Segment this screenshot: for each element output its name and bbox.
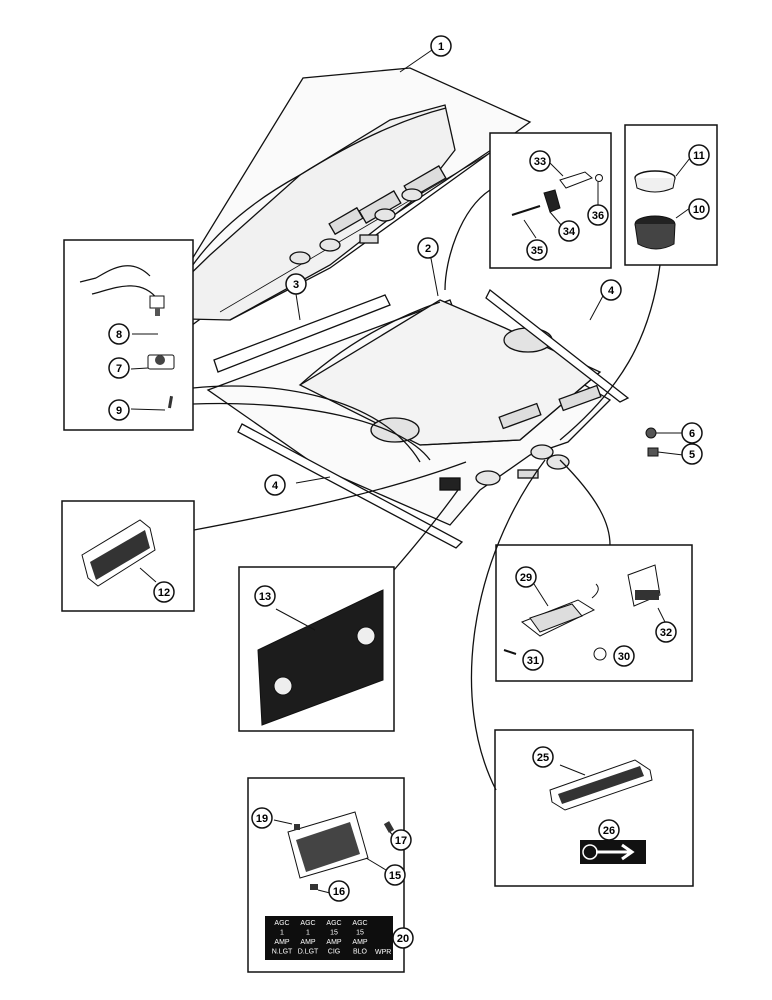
callout-number: 26 [603, 825, 615, 837]
callout-31: 31 [522, 649, 544, 671]
callout-16: 16 [328, 880, 350, 902]
callout-number: 29 [520, 572, 532, 584]
callout-33: 33 [529, 150, 551, 172]
callout-number: 9 [116, 405, 122, 417]
callout-2: 2 [417, 237, 439, 259]
callout-number: 35 [531, 245, 543, 257]
callout-number: 31 [527, 655, 539, 667]
callout-32: 32 [655, 621, 677, 643]
callout-4b: 4 [264, 474, 286, 496]
inset-panel-plate [238, 566, 395, 732]
fuse-decal-unit: AMP [326, 939, 342, 946]
callout-number: 8 [116, 329, 122, 341]
callout-number: 12 [158, 587, 170, 599]
callout-26: 26 [598, 819, 620, 841]
callout-25: 25 [532, 746, 554, 768]
inset-switch-block [61, 500, 195, 612]
nut-6 [645, 427, 684, 439]
callout-number: 4 [272, 480, 279, 492]
callout-8: 8 [108, 323, 130, 345]
callout-19: 19 [251, 807, 273, 829]
fuse-decal-circuit: D.LGT [298, 949, 319, 956]
inset-clip-assembly [489, 132, 612, 269]
fuse-decal-rating: 15 [356, 930, 364, 937]
molding-strip-4-right [485, 288, 630, 403]
callout-20: 20 [392, 927, 414, 949]
callout-number: 1 [438, 41, 444, 53]
fuse-decal-circuit: CIG [328, 949, 340, 956]
callout-number: 33 [534, 156, 546, 168]
callout-36: 36 [587, 204, 609, 226]
callout-1: 1 [430, 35, 452, 57]
fuse-decal-type: AGC [300, 920, 315, 927]
molding-strip-4-bottom [237, 423, 464, 549]
callout-17: 17 [390, 829, 412, 851]
plate-inset-leader [393, 489, 459, 571]
callout-3: 3 [285, 273, 307, 295]
fuse-decal-circuit: N.LGT [272, 949, 293, 956]
fuse-decal-type: AGC [352, 920, 367, 927]
callout-number: 17 [395, 835, 407, 847]
callout-number: 13 [259, 591, 271, 603]
screw-5 [647, 447, 684, 457]
callout-number: 32 [660, 627, 672, 639]
callout-number: 4 [608, 285, 615, 297]
callout-30: 30 [613, 645, 635, 667]
fuse-decal-type: AGC [274, 920, 289, 927]
strip-inset-leader [470, 459, 546, 791]
dome-inset-leader-upper [192, 385, 421, 463]
callout-number: 19 [256, 813, 268, 825]
callout-number: 3 [293, 279, 299, 291]
callout-number: 25 [537, 752, 549, 764]
callout-number: 7 [116, 363, 122, 375]
callout-number: 36 [592, 210, 604, 222]
callout-number: 6 [689, 428, 695, 440]
callout-number: 20 [397, 933, 409, 945]
callout-12: 12 [153, 581, 175, 603]
callout-29: 29 [515, 566, 537, 588]
callout-number: 2 [425, 243, 431, 255]
callout-34: 34 [558, 220, 580, 242]
fuse-decal-circuit: BLO [353, 949, 368, 956]
callout-number: 10 [693, 204, 705, 216]
callout-10: 10 [688, 198, 710, 220]
callout-6: 6 [681, 422, 703, 444]
molding-strip-3 [213, 293, 391, 373]
lamp-inset-leader [559, 459, 611, 546]
fuse-decal-type: AGC [326, 920, 341, 927]
callout-9: 9 [108, 399, 130, 421]
callout-number: 30 [618, 651, 630, 663]
callout-5: 5 [681, 443, 703, 465]
inset-switch-strip [494, 729, 694, 887]
dome-inset-leader-lower [192, 402, 431, 461]
fuse-decal-extra: WPR [375, 949, 391, 956]
fuse-decal-unit: AMP [352, 939, 368, 946]
fuse-decal-unit: AMP [274, 939, 290, 946]
callout-number: 15 [389, 870, 401, 882]
callout-number: 16 [333, 886, 345, 898]
headliner-upper [117, 67, 532, 381]
callout-15: 15 [384, 864, 406, 886]
clip-inset-leader [444, 189, 491, 291]
callout-number: 5 [689, 449, 695, 461]
fuse-decal-rating: 1 [280, 930, 284, 937]
item-1-leader [399, 49, 433, 73]
callout-13: 13 [254, 585, 276, 607]
switch-inset-leader [193, 461, 467, 531]
grommet-inset-leader [559, 264, 661, 441]
callout-7: 7 [108, 357, 130, 379]
callout-number: 34 [563, 226, 576, 238]
callout-35: 35 [526, 239, 548, 261]
fuse-decal-rating: 15 [330, 930, 338, 937]
callout-number: 11 [693, 150, 705, 162]
callout-4a: 4 [600, 279, 622, 301]
fuse-decal-rating: 1 [306, 930, 310, 937]
callout-11: 11 [688, 144, 710, 166]
item-2-leader [429, 252, 439, 297]
fuse-decal-unit: AMP [300, 939, 316, 946]
